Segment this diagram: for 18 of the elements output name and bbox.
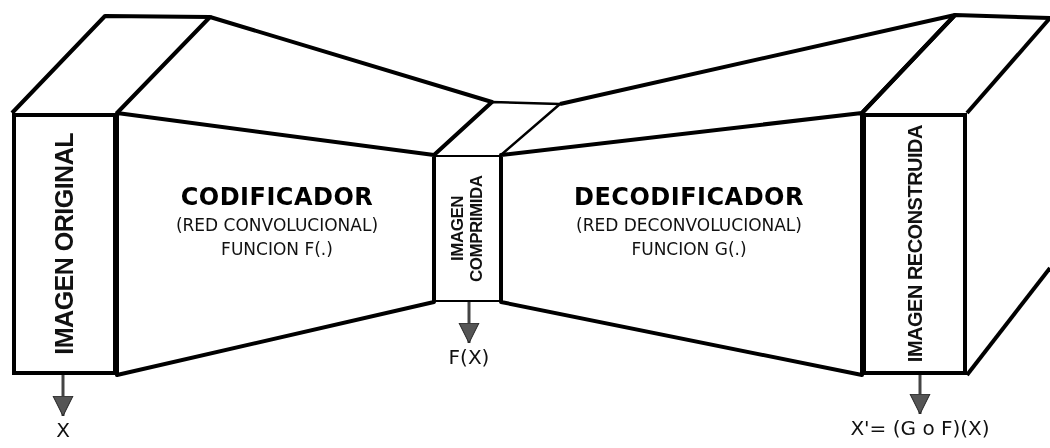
output-arrow (52, 375, 74, 417)
panel-label: IMAGEN COMPRIMIDA (448, 174, 487, 284)
panel-label: IMAGEN RECONSTRUIDA (903, 125, 926, 363)
block-title: DECODIFICADOR (574, 183, 804, 211)
image-panel (862, 113, 967, 375)
block-subtitle: (RED CONVOLUCIONAL) (175, 215, 379, 235)
output-arrow (909, 375, 931, 415)
function-label: FUNCION F(.) (221, 239, 333, 259)
output-label: F(X) (448, 345, 490, 371)
output-label: X (56, 418, 70, 444)
image-panel (434, 155, 501, 302)
block-subtitle: (RED DECONVOLUCIONAL) (576, 215, 802, 235)
panel-label: IMAGEN ORIGINAL (50, 133, 79, 355)
block-title: CODIFICADOR (180, 183, 374, 211)
output-arrow (458, 302, 480, 344)
image-panel (12, 113, 117, 375)
function-label: FUNCION G(.) (631, 239, 747, 259)
output-label: X'= (G o F)(X) (850, 416, 990, 442)
